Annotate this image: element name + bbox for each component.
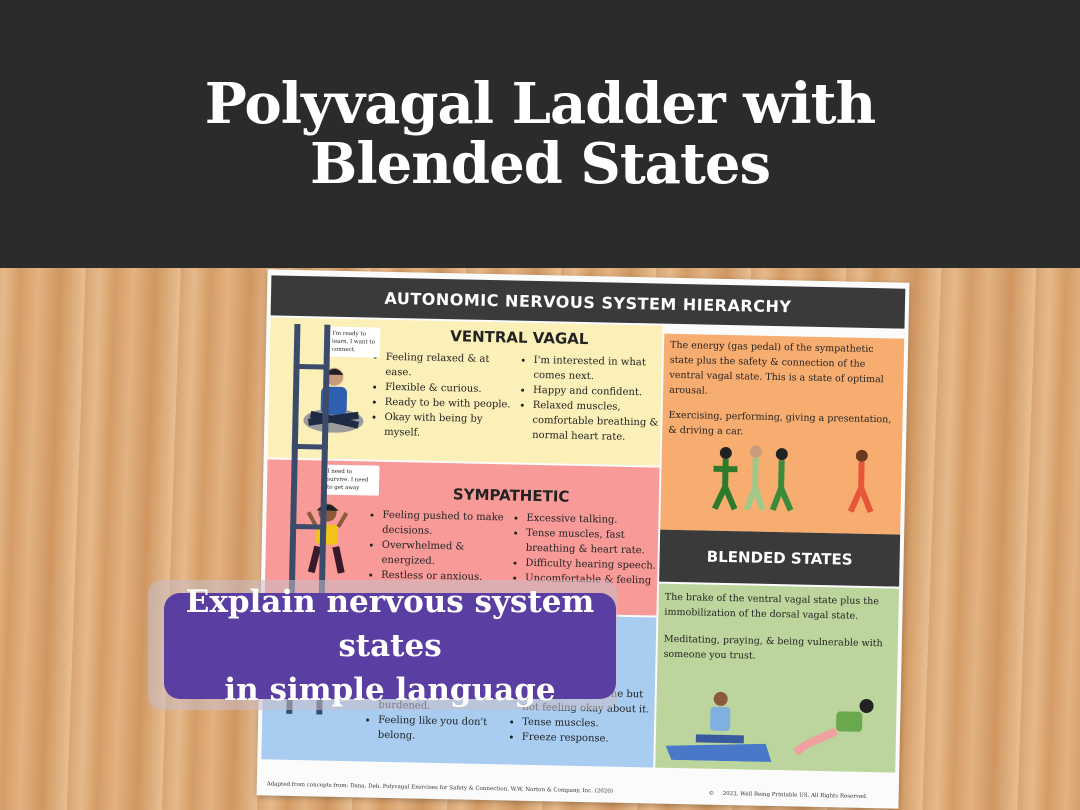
page-title: Polyvagal Ladder with Blended States xyxy=(204,71,876,197)
meditating-people-illustration xyxy=(665,691,874,762)
sympathetic-right-list: Excessive talking. Tense muscles, fast b… xyxy=(513,511,661,589)
title-banner: Polyvagal Ladder with Blended States xyxy=(0,0,1080,268)
list-item: Tense muscles, fast breathing & heart ra… xyxy=(526,526,661,559)
list-item: Okay with being by myself. xyxy=(384,410,517,443)
callout-line-1: Explain nervous system states xyxy=(185,584,595,664)
callout-line-2: in simple language xyxy=(224,672,556,708)
green-description: The brake of the ventral vagal state plu… xyxy=(664,591,880,622)
sympathetic-left-list: Feeling pushed to make decisions. Overwh… xyxy=(369,508,513,586)
ventral-left-list: Feeling relaxed & at ease. Flexible & cu… xyxy=(372,350,518,443)
copyright-notice: 2023, Well Being Printable US. All Right… xyxy=(722,790,868,801)
list-item: Feeling like you don't belong. xyxy=(378,713,509,746)
orange-examples: Exercising, performing, giving a present… xyxy=(668,409,892,438)
worksheet: AUTONOMIC NERVOUS SYSTEM HIERARCHY VENTR… xyxy=(256,269,910,809)
callout-banner: Explain nervous system states in simple … xyxy=(164,584,616,708)
immobilized-blended-section: The brake of the ventral vagal state plu… xyxy=(655,583,900,773)
list-item: Feeling pushed to make decisions. xyxy=(382,508,513,541)
energized-blended-section: The energy (gas pedal) of the sympatheti… xyxy=(660,333,905,535)
sympathetic-title: SYMPATHETIC xyxy=(452,485,570,506)
list-item: Overwhelmed & energized. xyxy=(381,538,512,571)
ventral-speech-bubble: I'm ready to learn. I want to connect. xyxy=(327,326,381,358)
active-people-illustration xyxy=(711,445,874,514)
list-item: Freeze response. xyxy=(522,730,660,748)
title-line-2: Blended States xyxy=(309,131,771,197)
blended-states-header: BLENDED STATES xyxy=(659,529,901,587)
title-line-1: Polyvagal Ladder with xyxy=(204,71,876,137)
orange-description: The energy (gas pedal) of the sympatheti… xyxy=(669,339,884,397)
sympathetic-speech-bubble: I need to survive. I need to get away xyxy=(322,464,380,496)
copyright-symbol: © xyxy=(708,790,715,797)
ventral-right-list: I'm interested in what comes next. Happy… xyxy=(520,353,662,446)
list-item: Relaxed muscles, comfortable breathing &… xyxy=(532,398,661,446)
ventral-title: VENTRAL VAGAL xyxy=(450,327,589,349)
green-examples: Meditating, praying, & being vulnerable … xyxy=(663,633,883,662)
list-item: Feeling relaxed & at ease. xyxy=(385,350,518,383)
citation: Adapted from concepts from: Dana, Deb. P… xyxy=(266,781,614,795)
list-item: I'm interested in what comes next. xyxy=(533,353,662,386)
